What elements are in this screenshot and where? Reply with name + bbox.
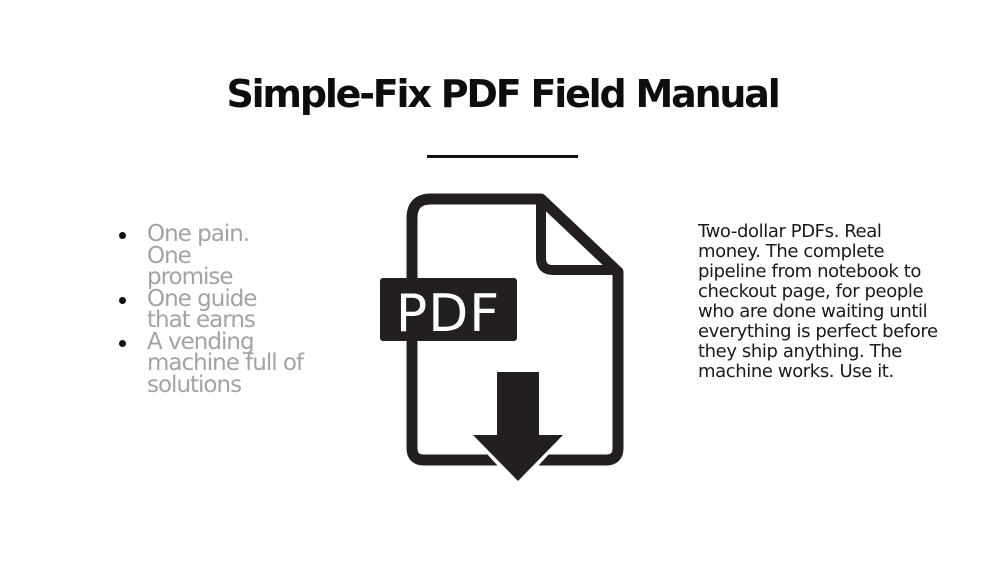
bullet-text: A vending machine full of solutions [147, 328, 304, 398]
pdf-label-box [380, 278, 517, 341]
bullet-list: One pain. One promise One guide that ear… [113, 221, 313, 398]
bullet-text: One guide that earns [147, 285, 257, 333]
pdf-label-text: PDF [396, 284, 500, 344]
document-outline [406, 193, 624, 466]
bullet-text: One pain. One promise [147, 221, 250, 290]
bullet-dot-icon [119, 232, 126, 239]
title-divider [427, 155, 578, 158]
bullet-dot-icon [119, 296, 126, 304]
arrow-head [473, 435, 563, 481]
pdf-download-icon: PDF [380, 193, 624, 485]
bullet-dot-icon [119, 339, 126, 347]
slide-title: Simple-Fix PDF Field Manual [226, 72, 780, 116]
folded-corner [536, 199, 618, 275]
bullet-item: A vending machine full of solutions [113, 328, 313, 398]
arrow-shaft [497, 372, 539, 438]
description-paragraph: Two-dollar PDFs. Real money. The complet… [698, 221, 938, 382]
bullet-item: One guide that earns [113, 285, 313, 333]
bullet-item: One pain. One promise [113, 221, 313, 290]
